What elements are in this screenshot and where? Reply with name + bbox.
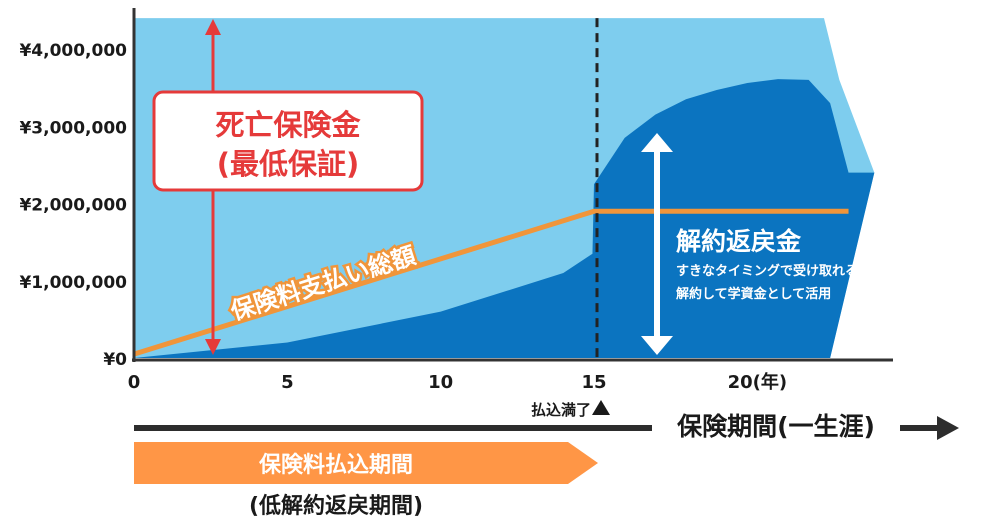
surrender-value-sub2: 解約して学資金として活用 bbox=[675, 286, 831, 302]
payment-complete-triangle-icon bbox=[592, 400, 610, 415]
premium-total-line bbox=[133, 208, 849, 357]
payment-complete-label: 払込満了 bbox=[531, 401, 591, 419]
death-benefit-box bbox=[152, 90, 424, 192]
surrender-value-area bbox=[134, 79, 875, 358]
y-tick-label: ¥1,000,000 bbox=[19, 273, 127, 293]
surrender-value-title: 解約返戻金 bbox=[676, 227, 802, 256]
payment-period-label: 保険料払込期間 bbox=[258, 453, 413, 478]
death-benefit-label: 死亡保険金 bbox=[215, 108, 361, 142]
coverage-period-label: 保険期間(一生涯) bbox=[676, 412, 875, 441]
coverage-period-arrow-icon bbox=[937, 416, 959, 440]
surrender-double-arrow-icon bbox=[641, 133, 673, 355]
x-tick-label: 0 bbox=[128, 372, 141, 393]
y-tick-label: ¥0 bbox=[103, 350, 127, 370]
y-tick-label: ¥2,000,000 bbox=[19, 196, 127, 216]
y-tick-label: ¥3,000,000 bbox=[19, 118, 127, 138]
x-tick-label: 15 bbox=[581, 372, 606, 393]
coverage-period-label-bg bbox=[652, 405, 900, 445]
payment-period-band bbox=[134, 442, 598, 484]
low-surrender-period-label: (低解約返戻期間) bbox=[249, 493, 423, 519]
y-tick-label: ¥4,000,000 bbox=[19, 41, 127, 61]
surrender-value-sub1: すきなタイミングで受け取れる bbox=[676, 263, 858, 279]
death-benefit-sub-label: (最低保証) bbox=[217, 147, 360, 181]
x-tick-label: 20(年) bbox=[728, 371, 788, 393]
x-tick-label: 10 bbox=[428, 372, 453, 393]
x-tick-label: 5 bbox=[281, 372, 294, 393]
